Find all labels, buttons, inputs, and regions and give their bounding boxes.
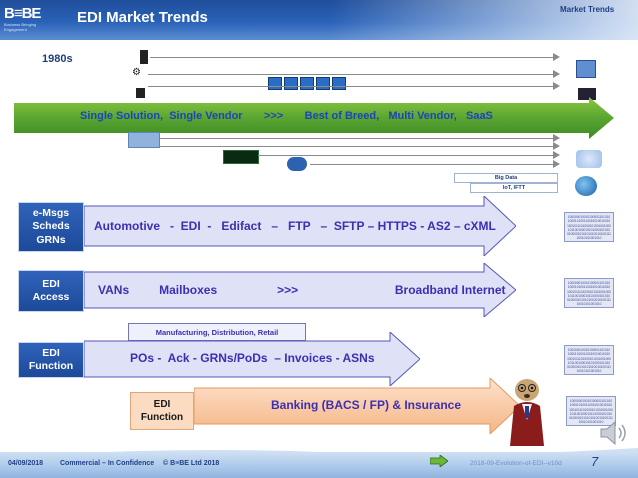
lock-cloud-icon	[287, 157, 307, 171]
tag-iot: IoT, IFTT	[470, 183, 558, 193]
row-label-box: EDI Access	[18, 270, 84, 312]
row-arrow	[194, 378, 520, 434]
timeline-line	[150, 53, 560, 61]
row-label-box: e-Msgs Scheds GRNs	[18, 202, 84, 252]
timeline-line	[310, 160, 560, 168]
timeline-line	[148, 70, 560, 78]
logo-tagline: Business Bringing Engagement	[4, 22, 37, 32]
timeline-line	[148, 82, 560, 90]
row-arrow	[84, 263, 516, 317]
logo-text: B≡BE	[4, 5, 41, 22]
footer-date: 04/09/2018	[8, 460, 44, 467]
row-arrow	[84, 196, 516, 256]
gear-icon: ⚙	[132, 67, 141, 78]
row-arrow-text: Automotive - EDI - Edifact – FTP – SFTP …	[94, 219, 496, 233]
binary-data-block: 1000000100101000011010101000101001100100…	[564, 278, 614, 308]
network-icon	[128, 132, 160, 148]
speaker-icon[interactable]	[597, 418, 631, 448]
header-fade	[330, 0, 638, 40]
footer-confidentiality: Commercial – In Confidence	[60, 460, 155, 467]
row-label-box: EDI Function	[18, 342, 84, 378]
tag-big-data: Big Data	[454, 173, 558, 183]
footer-bar	[0, 452, 638, 478]
footer-document-name: 2018-09-Evolution-of-EDI--v10d	[470, 460, 562, 467]
computer-icon	[578, 88, 596, 100]
server-icon	[136, 88, 145, 98]
green-arrow-label: Single Solution, Single Vendor >>> Best …	[80, 110, 493, 122]
row-label-box: EDI Function	[130, 392, 194, 430]
footer-copyright: © B≡BE Ltd 2018	[163, 460, 220, 467]
laptops-icon	[268, 77, 346, 90]
server-icon	[140, 50, 148, 64]
timeline-line	[258, 151, 560, 159]
section-label: Market Trends	[560, 5, 615, 14]
binary-data-block: 1000000100101000011010101000101001100100…	[564, 345, 614, 375]
next-arrow-icon[interactable]	[430, 455, 448, 467]
timeline-line	[160, 142, 560, 150]
binary-data-block: 1000000100101000011010101000101001100100…	[564, 212, 614, 242]
network-icon	[576, 150, 602, 168]
globe-icon	[575, 176, 597, 196]
page-number: 7	[591, 454, 599, 469]
binary-data-block: 1000000100101000011010101000101001100100…	[566, 396, 616, 426]
slide-title: EDI Market Trends	[77, 9, 208, 26]
row-arrow-text: VANs Mailboxes >>> Broadband Internet	[98, 283, 506, 297]
row-arrow-text: POs - Ack - GRNs/PoDs – Invoices - ASNs	[130, 351, 375, 365]
building-icon	[576, 60, 596, 78]
era-label: 1980s	[42, 53, 73, 65]
row-arrow-text: Banking (BACS / FP) & Insurance	[271, 398, 462, 412]
company-logo: B≡BE Business Bringing Engagement	[4, 5, 42, 32]
meerkat-image	[510, 379, 544, 446]
binary-chip-icon	[223, 150, 259, 164]
timeline-line	[160, 134, 560, 142]
green-transition-arrow	[14, 97, 614, 139]
row-arrow	[84, 332, 420, 386]
